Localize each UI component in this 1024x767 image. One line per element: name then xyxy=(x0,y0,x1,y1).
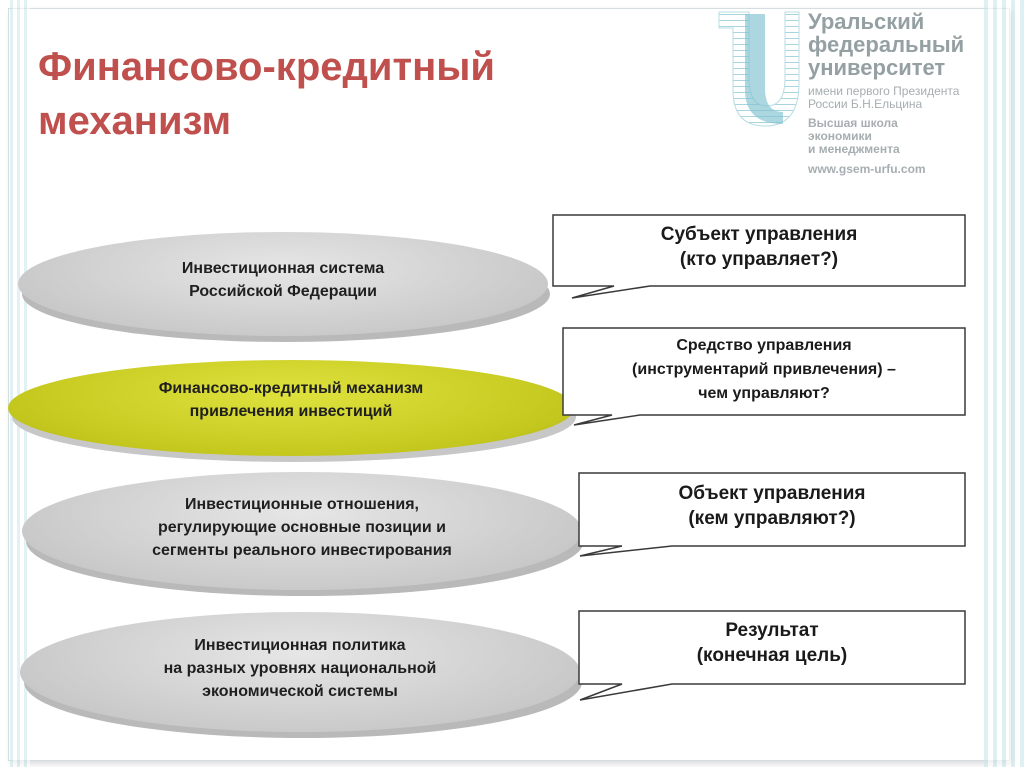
callout-3-line-2: (кем управляют?) xyxy=(688,508,856,529)
callout-1-bubble xyxy=(552,214,966,299)
university-logo-text: Уральский федеральный университет имени … xyxy=(808,10,964,176)
level-1-line-1: Инвестиционная система xyxy=(181,260,385,277)
level-ellipse-3: Инвестиционные отношения, регулирующие о… xyxy=(22,472,584,596)
callout-4-line-2: (конечная цель) xyxy=(696,645,848,666)
level-4-line-2: на разных уровнях национальной xyxy=(163,659,437,677)
level-ellipse-2: Финансово-кредитный механизм привлечения… xyxy=(8,360,576,462)
logo-school-line-1: Высшая школа xyxy=(808,116,898,130)
level-3-line-1: Инвестиционные отношения, xyxy=(185,495,419,513)
logo-sub-line-1: имени первого Президента xyxy=(808,84,960,98)
right-stripe-decoration xyxy=(984,0,1024,767)
level-4-line-3: экономической системы xyxy=(202,682,398,700)
level-2-line-2: привлечения инвестиций xyxy=(189,403,393,420)
title-line-1: Финансово-кредитный xyxy=(38,45,495,89)
callout-1-line-2: (кто управляет?) xyxy=(679,249,839,270)
logo-name-line-3: университет xyxy=(808,55,946,80)
urfu-u-logo-icon xyxy=(718,11,800,127)
callout-3-bubble xyxy=(578,472,966,557)
title-line-2: механизм xyxy=(38,99,232,143)
level-2-line-1: Финансово-кредитный механизм xyxy=(158,380,424,397)
callout-2-line-2: (инструментарий привлечения) – xyxy=(632,361,896,378)
logo-school-lines: Высшая школа экономики и менеджмента xyxy=(808,117,964,156)
callout-4: Результат (конечная цель) xyxy=(576,608,968,704)
logo-school-line-2: экономики xyxy=(808,129,872,143)
left-stripe-decoration xyxy=(10,0,30,767)
logo-url: www.gsem-urfu.com xyxy=(808,162,926,176)
logo-name-line-2: федеральный xyxy=(808,32,965,57)
callout-3-line-1: Объект управления xyxy=(678,483,866,504)
logo-sub-lines: имени первого Президента России Б.Н.Ельц… xyxy=(808,85,964,111)
callout-3: Объект управления (кем управляют?) xyxy=(576,470,968,562)
level-3-line-2: регулирующие основные позиции и xyxy=(157,518,447,536)
level-4-line-1: Инвестиционная политика xyxy=(194,636,406,654)
callout-2-line-3: чем управляют? xyxy=(698,385,830,402)
level-ellipse-1: Инвестиционная система Российской Федера… xyxy=(18,232,550,342)
callout-4-line-1: Результат xyxy=(725,620,819,641)
slide-title: Финансово-кредитный механизм xyxy=(38,40,495,148)
level-1-line-2: Российской Федерации xyxy=(189,283,377,300)
logo-sub-line-2: России Б.Н.Ельцина xyxy=(808,97,923,111)
callout-2-line-1: Средство управления xyxy=(676,337,852,354)
callout-4-bubble xyxy=(578,610,966,701)
callout-1: Субъект управления (кто управляет?) xyxy=(550,212,968,302)
level-3-line-3: сегменты реального инвестирования xyxy=(152,541,452,559)
level-ellipse-4: Инвестиционная политика на разных уровня… xyxy=(20,612,582,738)
logo-school-line-3: и менеджмента xyxy=(808,142,900,156)
logo-name-line-1: Уральский xyxy=(808,9,925,34)
callout-1-line-1: Субъект управления xyxy=(660,224,858,245)
callout-2-bubble xyxy=(562,327,966,426)
callout-2: Средство управления (инструментарий прив… xyxy=(560,325,968,427)
